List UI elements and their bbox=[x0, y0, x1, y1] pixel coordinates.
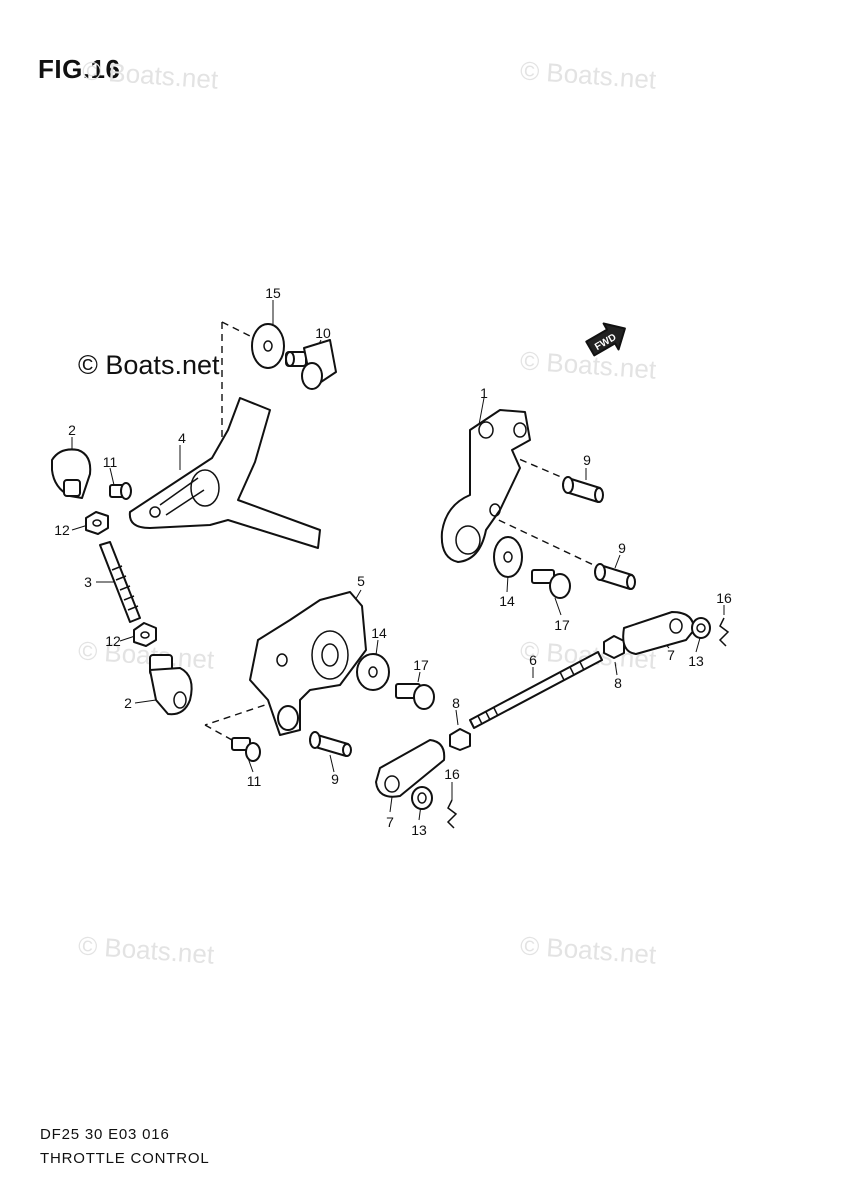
diagram-caption: THROTTLE CONTROL bbox=[40, 1150, 210, 1167]
throttle-rod-6 bbox=[469, 651, 603, 729]
callout-15: 15 bbox=[265, 285, 281, 301]
callout-9: 9 bbox=[331, 771, 339, 787]
callout-10: 10 bbox=[315, 325, 331, 341]
nut-12-lower bbox=[133, 622, 157, 647]
callout-9: 9 bbox=[583, 452, 591, 468]
figure-title: FIG.16 bbox=[38, 54, 121, 84]
bolt-17-upper bbox=[531, 569, 571, 599]
callout-5: 5 bbox=[357, 573, 365, 589]
diagram-code: DF25 30 E03 016 bbox=[40, 1126, 170, 1143]
clip-13-right bbox=[691, 617, 711, 639]
callout-17: 17 bbox=[554, 617, 570, 633]
callout-7: 7 bbox=[667, 647, 675, 663]
callout-13: 13 bbox=[688, 653, 704, 669]
callout-3: 3 bbox=[84, 574, 92, 590]
clip-13-lower bbox=[411, 786, 433, 810]
rod-end-7-right bbox=[622, 611, 695, 655]
bolt-10 bbox=[285, 339, 337, 390]
cam-lever-5 bbox=[249, 591, 367, 736]
callout-8: 8 bbox=[452, 695, 460, 711]
callout-4: 4 bbox=[178, 430, 186, 446]
callout-11: 11 bbox=[246, 773, 262, 789]
cotter-pin-16-lower bbox=[446, 799, 458, 829]
callout-1: 1 bbox=[480, 385, 488, 401]
callout-2: 2 bbox=[68, 422, 76, 438]
watermark-dark: © Boats.net bbox=[78, 350, 220, 380]
callout-6: 6 bbox=[529, 652, 537, 668]
callout-14: 14 bbox=[371, 625, 387, 641]
callout-8: 8 bbox=[614, 675, 622, 691]
callout-16: 16 bbox=[444, 766, 460, 782]
threaded-rod-3 bbox=[99, 541, 141, 623]
callout-2: 2 bbox=[124, 695, 132, 711]
throttle-lever-1 bbox=[440, 409, 531, 563]
nut-8-right bbox=[603, 635, 625, 659]
callout-17: 17 bbox=[413, 657, 429, 673]
rod-end-7-lower bbox=[375, 739, 446, 798]
pin-9-lower bbox=[309, 731, 352, 757]
throttle-bracket-4 bbox=[128, 397, 321, 549]
washer-15 bbox=[251, 323, 285, 369]
bolt-17-lower bbox=[395, 683, 435, 710]
rod-end-2-lower bbox=[149, 654, 193, 716]
callout-7: 7 bbox=[386, 814, 394, 830]
pin-9-upper bbox=[562, 476, 604, 503]
callout-11: 11 bbox=[102, 454, 118, 470]
callout-12: 12 bbox=[54, 522, 70, 538]
washer-14-lower bbox=[356, 653, 390, 691]
callout-14: 14 bbox=[499, 593, 515, 609]
callout-13: 13 bbox=[411, 822, 427, 838]
pin-9-right bbox=[594, 563, 636, 590]
rod-end-2-upper bbox=[51, 448, 92, 499]
washer-14-upper bbox=[493, 536, 523, 578]
nut-8-left bbox=[449, 728, 471, 751]
leader-lines bbox=[71, 300, 725, 821]
callout-16: 16 bbox=[716, 590, 732, 606]
callout-9: 9 bbox=[618, 540, 626, 556]
callout-12: 12 bbox=[105, 633, 121, 649]
bolt-11-upper bbox=[109, 482, 132, 500]
nut-12-upper bbox=[85, 511, 109, 535]
cotter-pin-16-right bbox=[718, 617, 730, 647]
bolt-11-lower bbox=[231, 737, 261, 762]
fwd-arrow-badge: FWD bbox=[585, 322, 626, 357]
